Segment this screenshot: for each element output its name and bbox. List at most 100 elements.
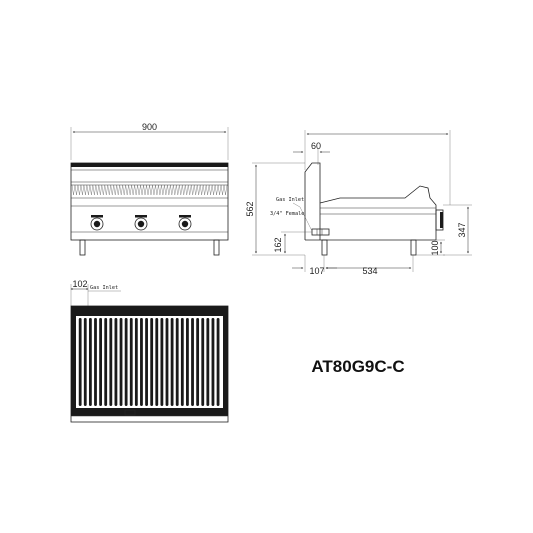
grate-bar xyxy=(94,318,97,406)
top-grate-bars xyxy=(78,318,220,406)
top-view: 102 Gas Inlet xyxy=(70,279,229,423)
grate-bar xyxy=(186,318,189,406)
grate-tooth xyxy=(191,184,195,196)
leg-height-label: 100 xyxy=(430,240,440,255)
grate-bar xyxy=(124,318,128,406)
control-knob-middle xyxy=(134,215,148,231)
grate-bar xyxy=(104,318,108,406)
grate-tooth xyxy=(74,184,79,196)
grate-tooth xyxy=(107,184,111,196)
grate-tooth xyxy=(152,184,156,196)
grate-bar xyxy=(129,318,133,406)
grate-tooth xyxy=(119,184,123,196)
grate-tooth xyxy=(104,184,108,196)
leg-span-label: 534 xyxy=(362,266,377,276)
front-width-label: 900 xyxy=(142,122,157,132)
grate-tooth xyxy=(208,184,213,196)
grate-tooth xyxy=(149,184,153,196)
grate-tooth xyxy=(217,184,222,196)
side-height-label: 562 xyxy=(245,201,255,216)
grate-bar xyxy=(88,318,92,406)
grate-bar xyxy=(201,318,205,406)
grate-bar xyxy=(114,318,118,406)
front-top-grate xyxy=(71,163,228,167)
control-height-label: 347 xyxy=(457,222,467,237)
side-gas-pipe xyxy=(311,228,330,236)
front-leg-left xyxy=(79,239,86,256)
grate-tooth xyxy=(199,184,204,196)
grate-bar xyxy=(191,318,194,406)
grate-tooth xyxy=(164,184,168,196)
grate-tooth xyxy=(161,184,165,196)
side-flue-riser xyxy=(304,162,321,240)
rear-offset-label: 107 xyxy=(309,266,324,276)
grate-bar xyxy=(206,318,210,406)
grate-bar xyxy=(170,318,174,406)
grate-tooth xyxy=(125,184,129,196)
grate-tooth xyxy=(113,184,117,196)
grate-tooth xyxy=(95,184,99,196)
side-leg-front xyxy=(410,239,417,256)
grate-tooth xyxy=(77,184,82,196)
grate-tooth xyxy=(83,184,88,196)
grate-tooth xyxy=(101,184,105,196)
grate-bar xyxy=(196,318,200,406)
grate-bar xyxy=(175,318,179,406)
grate-tooth xyxy=(194,184,198,196)
grate-tooth xyxy=(92,184,97,196)
grate-tooth xyxy=(98,184,102,196)
grate-tooth xyxy=(140,184,144,196)
grate-tooth xyxy=(176,184,180,196)
grate-tooth xyxy=(214,184,219,196)
front-body-outline xyxy=(70,162,229,241)
side-body-outline xyxy=(305,185,437,241)
grate-tooth xyxy=(158,184,162,196)
grate-bar xyxy=(216,318,220,406)
top-gas-inlet-label: Gas Inlet xyxy=(90,285,118,291)
grate-bar xyxy=(211,318,215,406)
top-gas-fitting xyxy=(124,409,136,416)
top-grate-frame-bottom xyxy=(71,408,228,416)
grate-tooth xyxy=(179,184,183,196)
grate-bar xyxy=(119,318,123,406)
grate-tooth xyxy=(116,184,120,196)
grate-bar xyxy=(180,318,184,406)
grate-tooth xyxy=(197,184,201,196)
grate-tooth xyxy=(71,184,76,196)
grate-tooth xyxy=(202,184,207,196)
grate-tooth xyxy=(134,184,138,196)
grate-bar xyxy=(134,318,138,406)
grate-tooth xyxy=(182,184,186,196)
grate-tooth xyxy=(185,184,189,196)
grate-tooth xyxy=(128,184,132,196)
grate-tooth xyxy=(211,184,216,196)
grate-bar xyxy=(140,318,143,406)
grate-tooth xyxy=(155,184,159,196)
grate-bar xyxy=(83,318,87,406)
gas-height-label: 162 xyxy=(273,237,283,252)
side-view: 60 562 Gas Inlet 3/4" Female 162 xyxy=(245,130,472,276)
front-grate-teeth xyxy=(71,184,228,196)
grate-bar xyxy=(160,318,164,406)
control-knob-right xyxy=(178,215,192,231)
grate-bar xyxy=(78,318,82,406)
front-leg-right xyxy=(213,239,220,256)
gas-inlet-note-line1: Gas Inlet xyxy=(276,197,304,203)
grate-tooth xyxy=(188,184,192,196)
grate-bar xyxy=(165,318,169,406)
gas-inlet-note-line2: 3/4" Female xyxy=(270,211,304,217)
front-view: 900 xyxy=(70,122,229,256)
grate-tooth xyxy=(173,184,177,196)
grate-bar xyxy=(145,318,148,406)
grate-tooth xyxy=(220,184,225,196)
grate-tooth xyxy=(167,184,171,196)
top-grate-frame-top xyxy=(71,306,228,316)
control-knob-left xyxy=(90,215,104,231)
grate-bar xyxy=(109,318,113,406)
flue-dim-label: 60 xyxy=(311,141,321,151)
grate-tooth xyxy=(143,184,147,196)
top-offset-label: 102 xyxy=(72,279,87,289)
grate-tooth xyxy=(170,184,174,196)
grate-tooth xyxy=(146,184,150,196)
